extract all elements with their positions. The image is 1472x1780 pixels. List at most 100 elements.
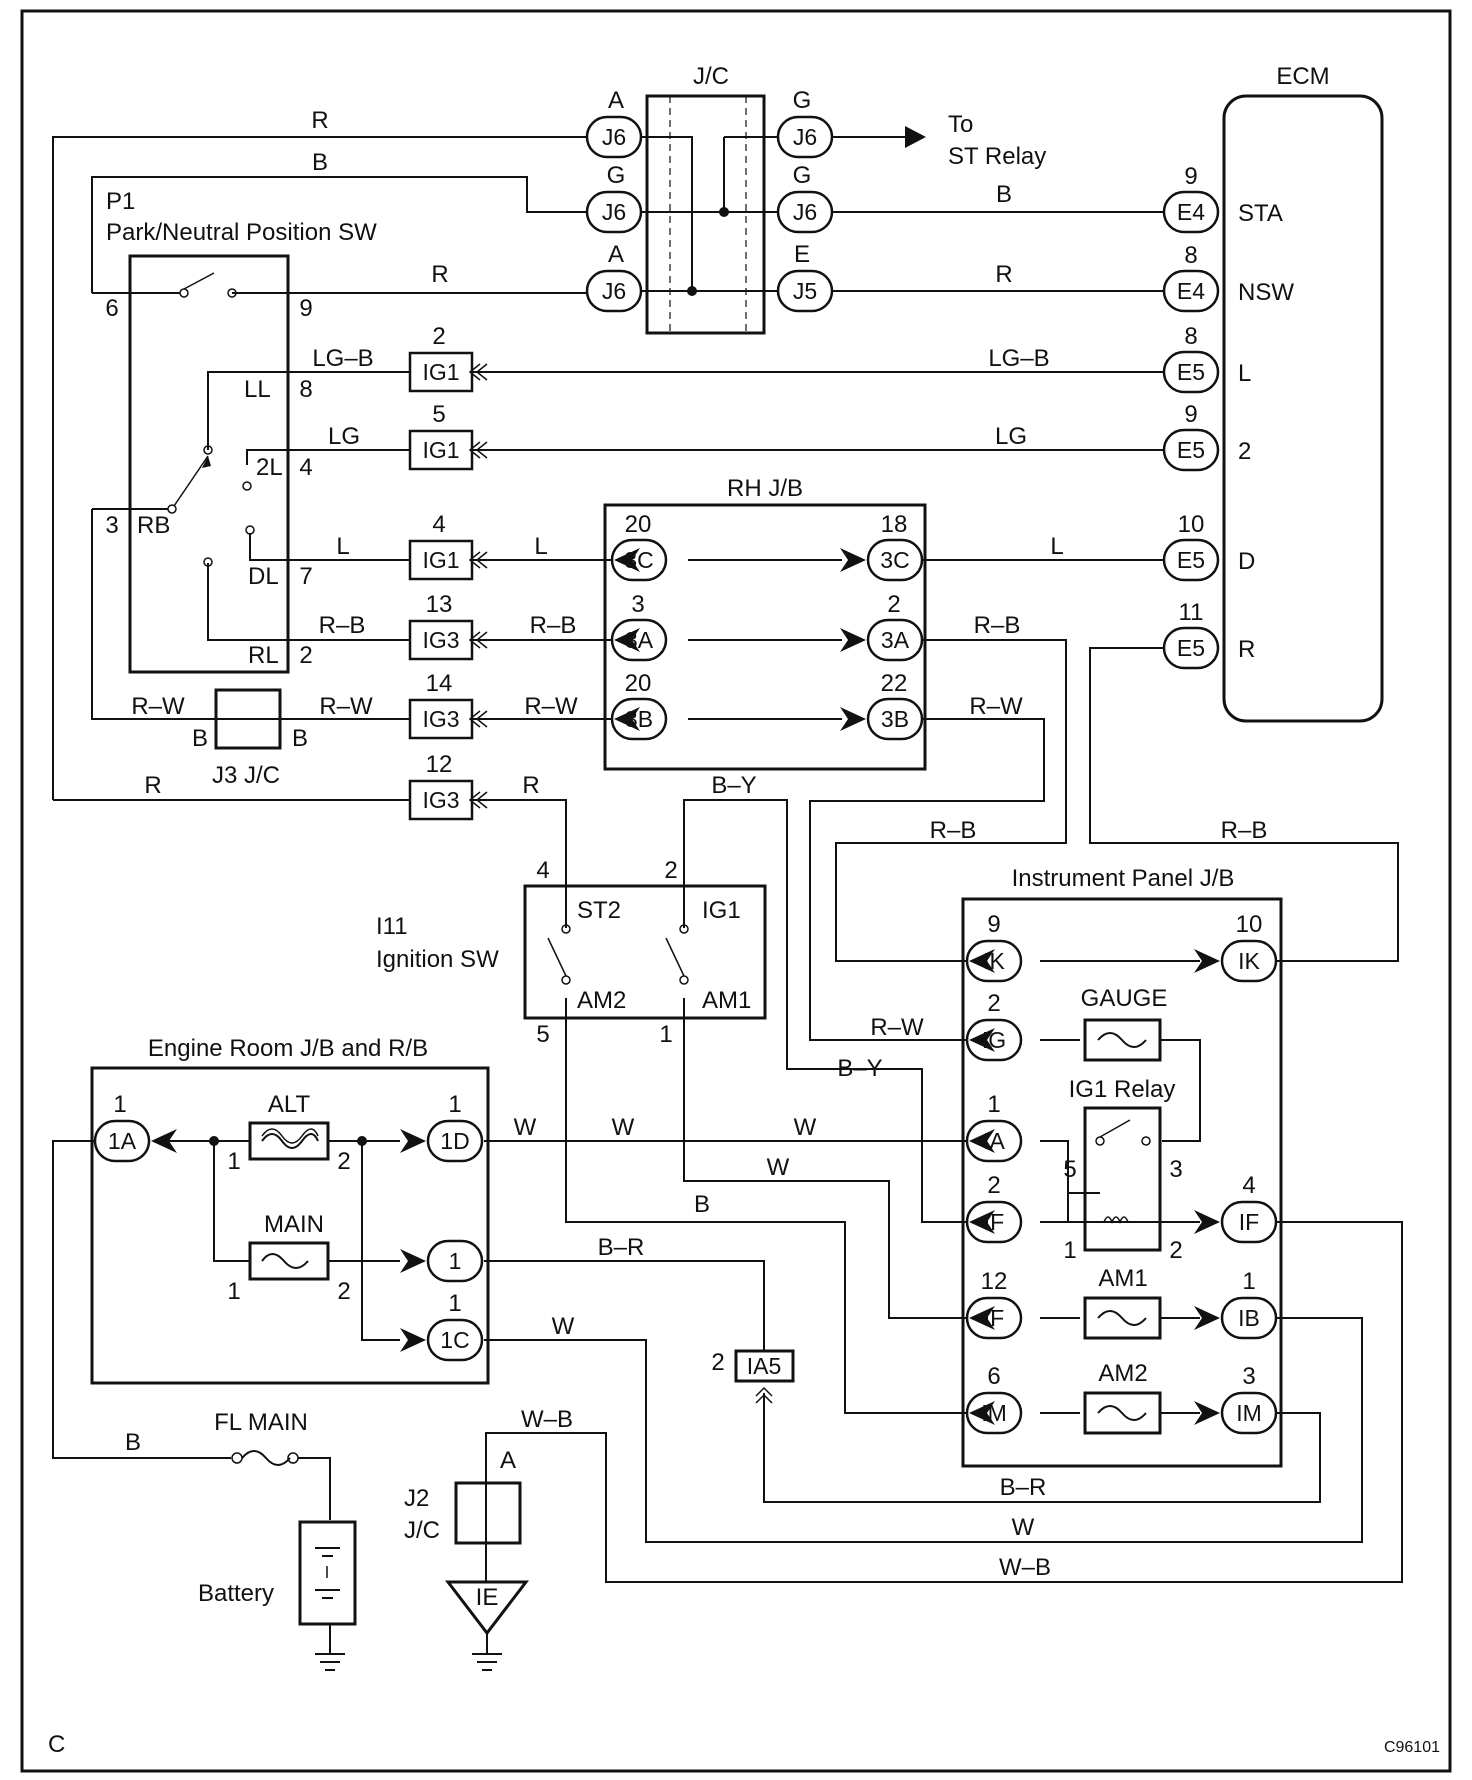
pin-number: 2 <box>987 990 1000 1017</box>
erjb-label: Engine Room J/B and R/B <box>148 1035 428 1062</box>
connector-arrow-icon <box>614 707 640 731</box>
ig1-relay-box <box>1083 1106 1162 1252</box>
wire-color-label: B–R <box>1000 1474 1047 1501</box>
plug-ig3: IG3 <box>408 779 488 821</box>
connector-arrow-icon <box>1194 1401 1220 1425</box>
connector-arrow-icon <box>969 1129 995 1153</box>
connector-label: E4 <box>1177 278 1205 304</box>
pin-number: 11 <box>1179 599 1204 626</box>
wire-color-label: R–W <box>131 693 185 720</box>
pnp-term-rl: RL <box>248 642 279 669</box>
pin-number: 1 <box>659 1021 672 1048</box>
connector-label: 1C <box>440 1327 469 1353</box>
wire-color-label: LG–B <box>988 345 1049 372</box>
wires <box>52 136 1403 1583</box>
connector-arrow-icon <box>614 548 640 572</box>
wire-color-label: W <box>552 1313 575 1340</box>
connector-3c: 3C <box>610 538 668 582</box>
pin-number: A <box>500 1447 516 1474</box>
plug-label: IG3 <box>422 787 459 813</box>
wire-color-label: W <box>1012 1514 1035 1541</box>
pin-number: 2 <box>987 1172 1000 1199</box>
pin-number: 20 <box>625 670 652 697</box>
connector-j6: J6 <box>585 269 643 313</box>
wire-color-label: R–W <box>524 693 578 720</box>
wire-color-label: R–B <box>1221 817 1268 844</box>
connector-label: 3B <box>881 706 909 732</box>
pin-number: 8 <box>1184 242 1197 269</box>
ie-ground-symbol <box>444 1580 530 1636</box>
figure-id: C96101 <box>1384 1739 1440 1756</box>
wire-color-label: R <box>995 261 1012 288</box>
corner-label: C <box>48 1731 65 1758</box>
connector-e5: E5 <box>1162 350 1220 394</box>
pin-number: 2 <box>432 323 445 350</box>
gauge-fuse-icon <box>1083 1018 1162 1062</box>
gauge-label: GAUGE <box>1081 985 1168 1012</box>
wire-color-label: B <box>996 181 1012 208</box>
pin-number: 6 <box>105 295 118 322</box>
connector-arrow-icon <box>840 548 866 572</box>
ia5-connector-box <box>734 1349 795 1383</box>
pin-number: 8 <box>299 376 312 403</box>
ecm-pin-l: L <box>1238 360 1251 387</box>
jc-box <box>645 94 766 335</box>
am1-fuse-icon <box>1083 1296 1162 1340</box>
pnp-term-ll: LL <box>244 376 271 403</box>
connector-e4: E4 <box>1162 190 1220 234</box>
connector-label: E5 <box>1177 359 1205 385</box>
connector-arrow-icon <box>969 1401 995 1425</box>
wire-color-label: L <box>336 533 349 560</box>
fl-main-label: FL MAIN <box>214 1409 308 1436</box>
connector-3b: 3B <box>866 697 924 741</box>
battery-box <box>298 1520 357 1626</box>
ig1-relay-label: IG1 Relay <box>1069 1076 1176 1103</box>
plug-ig1: IG1 <box>408 539 488 581</box>
p1-label: P1 <box>106 188 135 215</box>
j3-jc-label: J3 J/C <box>212 762 280 789</box>
pin-number: 2 <box>887 591 900 618</box>
wire-color-label: W–B <box>999 1554 1051 1581</box>
connector-3c: 3C <box>866 538 924 582</box>
connector-j6: J6 <box>776 190 834 234</box>
pin-number: B <box>292 725 308 752</box>
j3-jc-box <box>214 688 282 750</box>
connector-ig: IG <box>965 1018 1023 1062</box>
connector-label: E5 <box>1177 547 1205 573</box>
pnp-switch-label: Park/Neutral Position SW <box>106 219 377 246</box>
rh-jb-box <box>603 503 927 771</box>
pin-number: 5 <box>536 1021 549 1048</box>
connector-arrow-icon <box>840 628 866 652</box>
plug-label: IG3 <box>422 706 459 732</box>
connector-1d: 1D <box>426 1119 484 1163</box>
connector-label: J5 <box>793 278 817 304</box>
ecm-pin-d: D <box>1238 548 1255 575</box>
wire-color-label: R <box>311 107 328 134</box>
pin-number: E <box>794 241 810 268</box>
connector-arrow-icon <box>969 1028 995 1052</box>
pin-number: 2 <box>337 1278 350 1305</box>
wire-color-label: R <box>431 261 448 288</box>
wire-color-label: LG <box>995 423 1027 450</box>
wire-color-label: L <box>1050 533 1063 560</box>
pin-number: 1 <box>987 1091 1000 1118</box>
pin-number: 4 <box>1242 1172 1255 1199</box>
ign-term-am1: AM1 <box>702 987 751 1014</box>
j2-jc-label: J/C <box>404 1517 440 1544</box>
pin-number: 3 <box>631 591 644 618</box>
component-boxes <box>90 94 1384 1626</box>
erjb-box <box>90 1066 490 1385</box>
connector-arrow-icon <box>151 1129 177 1153</box>
pin-number: G <box>793 87 812 114</box>
pin-number: 2 <box>1169 1237 1182 1264</box>
wire-color-label: R <box>522 772 539 799</box>
ignition-switch-box <box>523 884 767 1020</box>
connector-label: 3A <box>881 627 910 653</box>
pin-number: 9 <box>299 295 312 322</box>
wire-color-label: B–R <box>598 1234 645 1261</box>
connector-arrow-icon <box>1194 1210 1220 1234</box>
wire-color-label: R–B <box>930 817 977 844</box>
connector-j6: J6 <box>585 190 643 234</box>
